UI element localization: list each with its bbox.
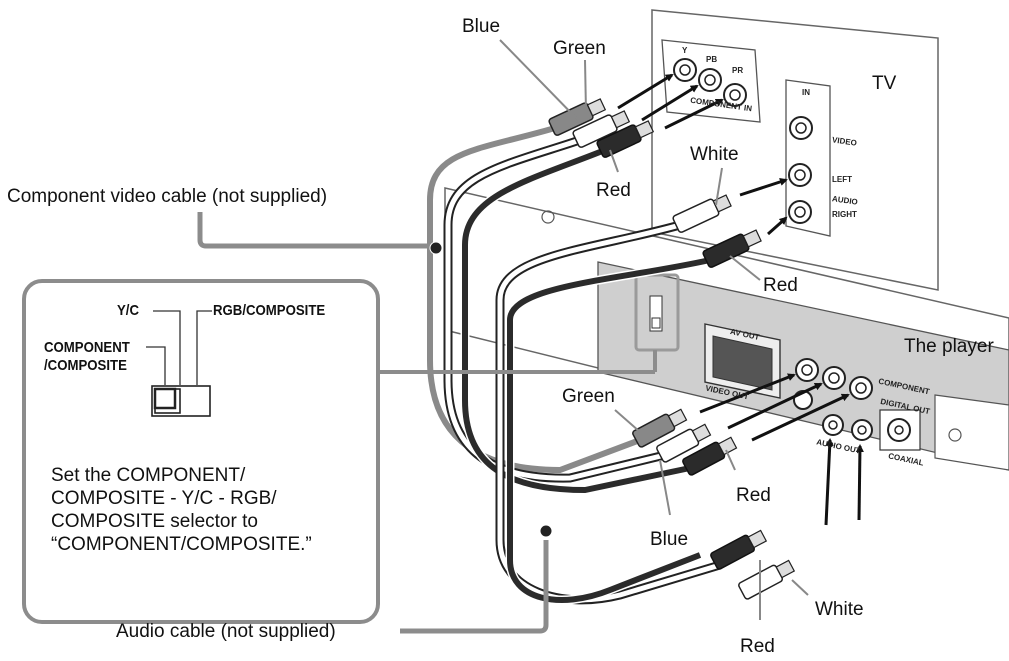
tv-red-video-label: Red (596, 180, 631, 201)
player-video-plugs (632, 408, 738, 476)
selector-yc-label: Y/C (117, 302, 140, 319)
tv-jack-pb-label: PB (706, 55, 718, 64)
player-red-audio-label: Red (740, 636, 775, 657)
tv-component-jacks (673, 58, 747, 107)
player-blue-label: Blue (650, 529, 689, 550)
component-video-cable (425, 123, 691, 495)
tv-video-plugs (548, 98, 655, 158)
selector-component-label-1: COMPONENT (44, 339, 130, 356)
tv-label: TV (872, 73, 897, 94)
audio-cable (495, 220, 722, 605)
label-leaders (499, 39, 809, 620)
player-audio-plugs (710, 529, 796, 600)
component-cable-label: Component video cable (not supplied) (7, 186, 328, 207)
tv-av-jacks (788, 116, 813, 224)
tv-right-label: RIGHT (832, 210, 857, 219)
player-body (444, 187, 1009, 471)
selector-component-label-2: /COMPOSITE (44, 357, 127, 374)
audio-cable-label: Audio cable (not supplied) (116, 621, 336, 642)
player-label: The player (904, 336, 994, 357)
tv-blue-label: Blue (462, 16, 501, 37)
player-green-label: Green (562, 386, 615, 407)
tv-in-label: IN (802, 88, 810, 97)
tv-green-label: Green (553, 38, 606, 59)
callout-component-cable (197, 212, 443, 255)
callout-selector (370, 350, 657, 374)
tv-jack-pr-label: PR (732, 66, 744, 75)
tv-jack-y-label: Y (682, 46, 688, 55)
tv-left-label: LEFT (832, 175, 852, 184)
selector-instruction: Set the COMPONENT/ COMPOSITE - Y/C - RGB… (51, 465, 312, 555)
selector-rgb-label: RGB/COMPOSITE (213, 302, 326, 319)
player-red-video-label: Red (736, 485, 771, 506)
selector-detail-box (22, 279, 380, 624)
callout-audio-cable (400, 524, 553, 634)
tv-white-label: White (690, 144, 739, 165)
tv-red-audio-label: Red (763, 275, 798, 296)
insertion-arrows (617, 73, 864, 526)
player-white-label: White (815, 599, 864, 620)
